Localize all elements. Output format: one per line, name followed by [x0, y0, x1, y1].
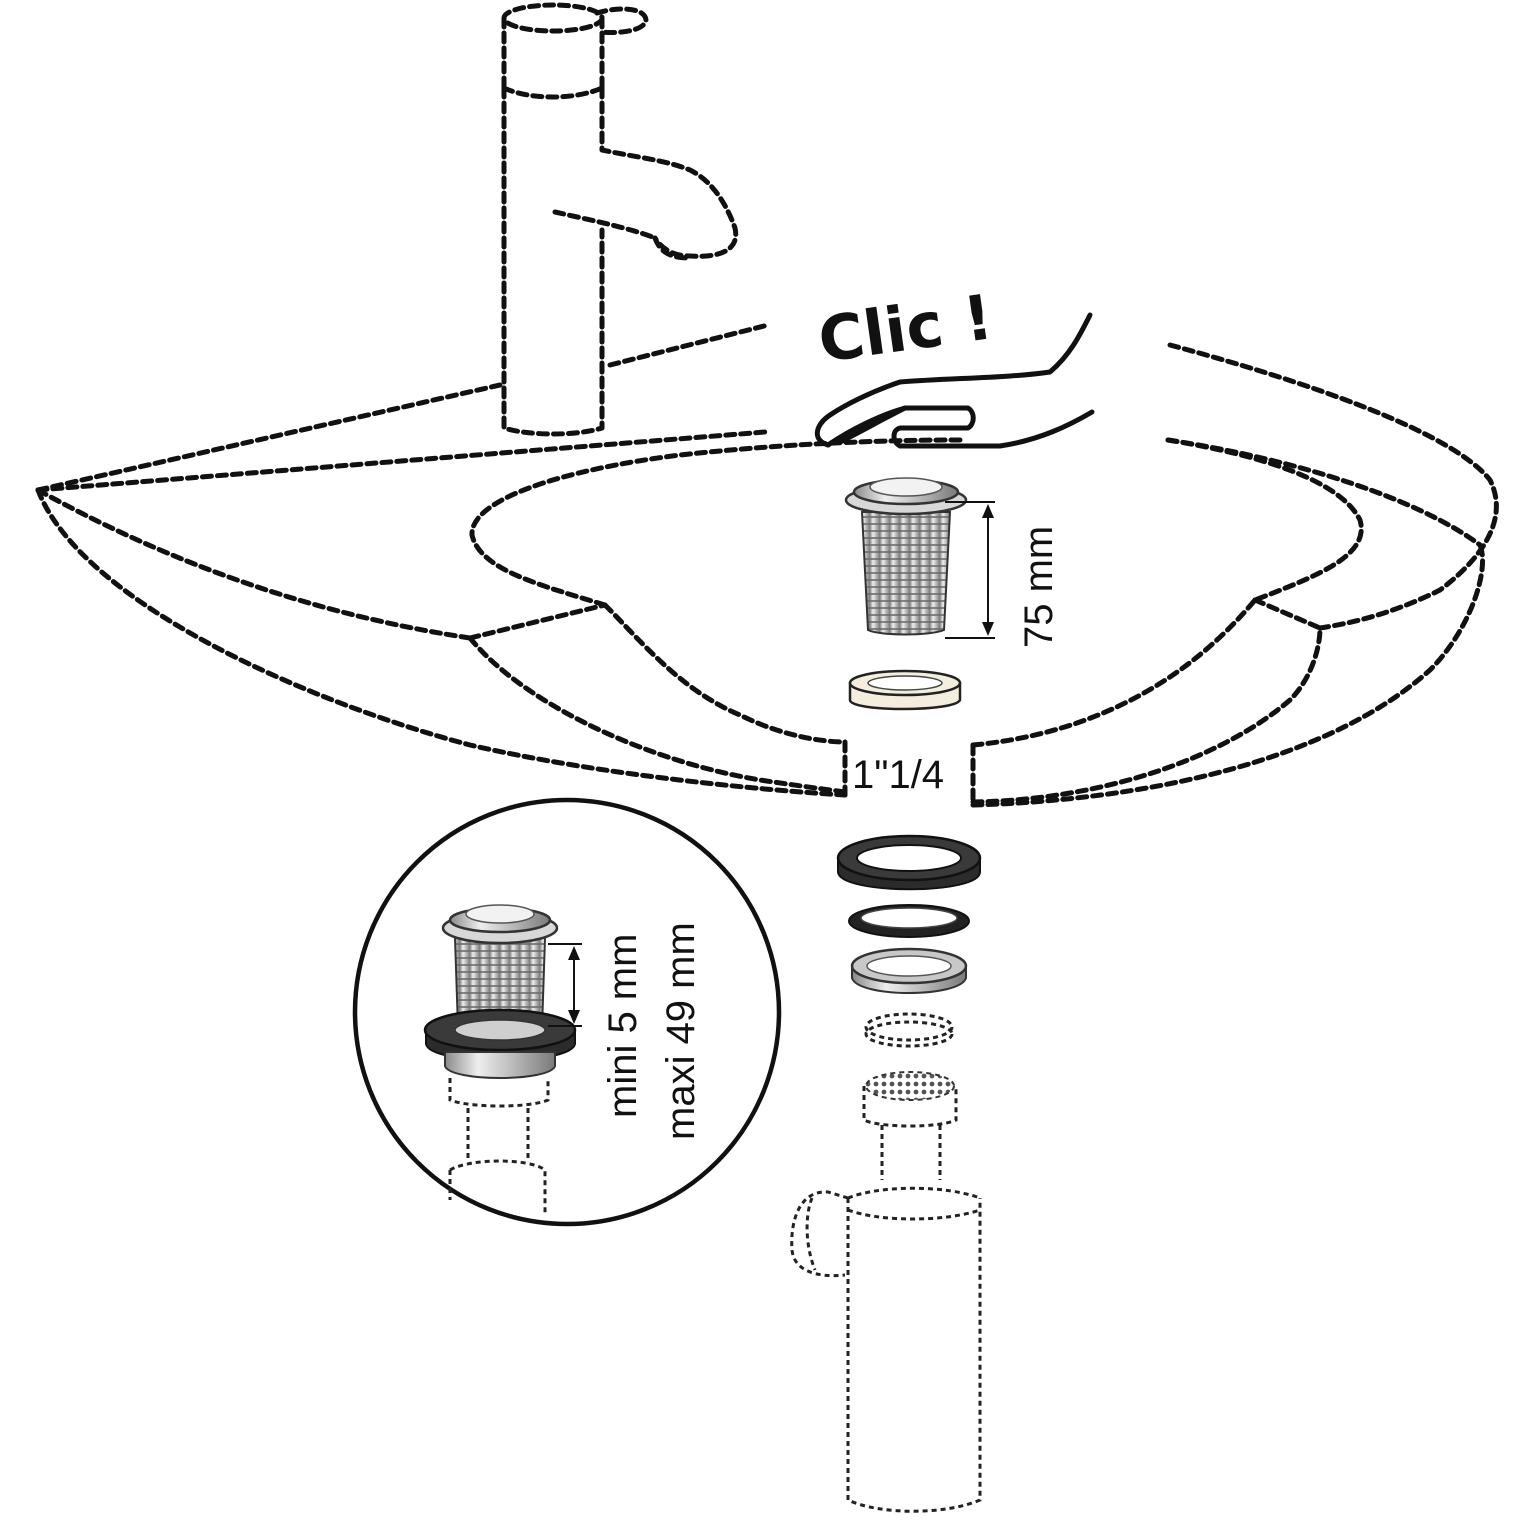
- adjust-min-label: mini 5 mm: [601, 934, 645, 1118]
- adjust-max-label: maxi 49 mm: [659, 922, 703, 1140]
- thread-size-label: 1"1/4: [852, 753, 944, 797]
- trap-ring-outline-lower: [864, 1020, 954, 1048]
- height-dimension: [945, 501, 995, 639]
- height-label: 75 mm: [1017, 526, 1061, 648]
- pop-up-drain-valve: [844, 477, 968, 636]
- o-ring: [848, 904, 970, 938]
- bottle-trap-outline: [790, 1071, 982, 1513]
- adjustment-detail-inset: [352, 797, 782, 1227]
- fibre-washer: [848, 669, 962, 711]
- faucet-outline: [501, 2, 739, 437]
- clic-label: Clic !: [814, 280, 997, 377]
- hand-press-icon: [814, 312, 1095, 449]
- rubber-gasket: [836, 834, 982, 891]
- washbasin-outline: [35, 322, 1499, 808]
- trap-ring-outline: [864, 1012, 954, 1042]
- locking-nut: [850, 947, 968, 994]
